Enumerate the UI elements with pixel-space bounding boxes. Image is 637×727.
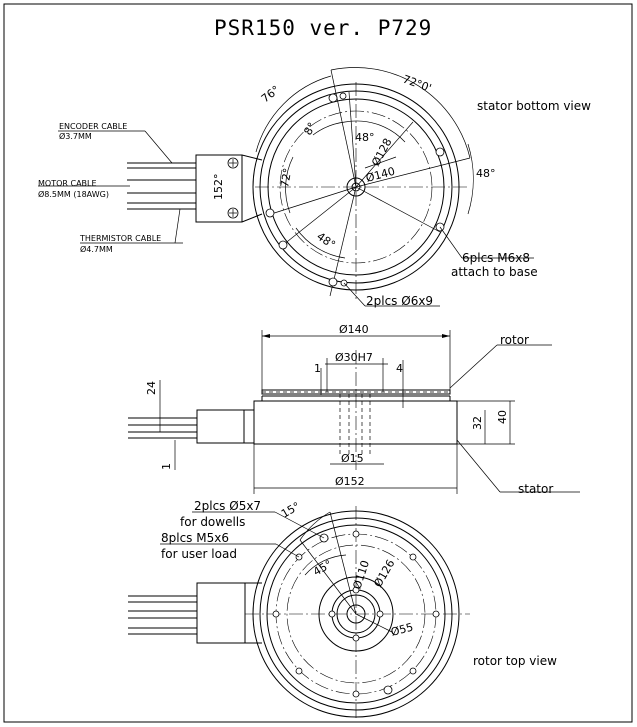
pins-note: 2plcs Ø6x9 [366,294,433,308]
rotor-load-hole [295,667,303,675]
rotor-angle-45: 45° [311,558,334,579]
flange-152: 152° [212,174,225,201]
rotor-load-hole [409,553,417,561]
rotor-dia-55: Ø55 [389,620,414,638]
side-dia-152: Ø152 [335,475,365,488]
rotor-angle-15: 15° [279,500,302,521]
angle-72-left: 72° [278,167,294,188]
arrow [262,334,270,338]
rotor-dia-126: Ø126 [371,557,397,589]
rotor-view-caption: rotor top view [473,654,557,668]
angle-8: 8° [301,120,319,137]
side-dim-1-bottom: 1 [160,463,173,470]
dowel-note-sub: for dowells [180,515,245,529]
angle-48-right: 48° [476,167,496,180]
encoder-leader [144,130,173,164]
dowel-note: 2plcs Ø5x7 [194,499,261,513]
dowel-leader [274,511,325,539]
stator-radial-line [330,69,357,188]
stator-pin-hole [339,92,347,100]
rotor-leader [449,344,498,389]
side-bore-30h7: Ø30H7 [335,351,373,364]
rotor-label: rotor [500,333,529,347]
thermistor-leader [174,208,181,244]
side-view [128,330,580,494]
stator-body [253,400,458,445]
m6-holes-note: 6plcs M6x8 [462,251,530,265]
rotor-hub-hole [376,610,384,618]
rotor-radial-line [329,511,357,615]
side-dia-140: Ø140 [339,323,369,336]
m6-holes-leader [439,226,463,259]
rotor-angle-arc [299,511,331,541]
rotor-load-hole [409,667,417,675]
rotor-hub-hole [352,634,360,642]
drawing-title: PSR150 ver. P729 [214,16,432,40]
thermistor-cable-label: THERMISTOR CABLE [79,234,161,243]
rotor-angle-arc [304,554,347,576]
encoder-cable-label: ENCODER CABLE [59,122,127,131]
stator-label: stator [518,482,553,496]
stator-angle-arc [312,121,346,136]
stator-angle-arc [255,75,332,153]
attach-to-base-note: attach to base [451,265,538,279]
dia-140-top: Ø140 [364,165,396,185]
stator-angle-arc [330,67,471,159]
stator-radial-line [348,91,357,188]
rotor-dia-110: Ø110 [350,559,372,591]
dia140-leader [364,156,397,169]
rotor-load-hole [432,610,440,618]
stator-mount-hole [278,240,288,250]
load-note-sub: for user load [161,547,237,561]
stator-angle-arc [285,156,294,214]
stator-mount-hole [435,147,445,157]
stator-view-caption: stator bottom view [477,99,591,113]
side-dim-40: 40 [496,410,509,424]
stator-mount-hole [328,277,338,287]
rotor-load-hole [352,690,360,698]
rotor-view-connector [196,582,262,644]
stator-mount-hole [328,93,338,103]
side-dim-24: 24 [145,381,158,395]
angle-72-0: 72°0' [401,73,433,95]
motor-cable-label: MOTOR CABLE [38,179,97,188]
stator-bottom-view [38,67,534,307]
side-dim-4: 4 [396,362,403,375]
drawing-border [3,3,633,723]
stator-angle-arc [344,120,406,143]
arrow [442,334,450,338]
motor-cable-spec: Ø8.5MM (18AWG) [38,189,109,199]
side-connector [196,409,255,444]
load-leader [275,543,300,558]
stator-cable-flange [195,154,263,223]
stator-radial-line [282,186,357,246]
angle-76: 76° [259,83,282,105]
rotor-hub-hole [352,586,360,594]
encoder-cable-spec: Ø3.7MM [59,131,92,141]
rotor-dowel-hole [383,685,393,695]
side-dim-32: 32 [471,416,484,430]
stator-radial-line [355,121,414,188]
rotor-hub-hole [328,610,336,618]
rotor-top-view [128,506,470,720]
rotor-radial-line [355,613,393,633]
angle-48-top: 48° [355,131,375,144]
rotor-load-hole [352,530,360,538]
stator-radial-line [355,157,471,188]
stator-radial-line [355,186,441,233]
rotor-radial-line [299,539,357,615]
rotor-load-hole [272,610,280,618]
stator-angle-arc [295,227,346,259]
side-dia-15: Ø15 [341,452,364,465]
stator-angle-arc [467,143,474,215]
stator-leader [456,439,501,493]
stator-mount-hole [265,208,275,218]
thermistor-cable-spec: Ø4.7MM [80,244,113,254]
stator-radial-line [267,186,357,216]
load-note: 8plcs M5x6 [161,531,229,545]
pins-leader [343,282,366,307]
side-dim-1-top: 1 [314,362,321,375]
